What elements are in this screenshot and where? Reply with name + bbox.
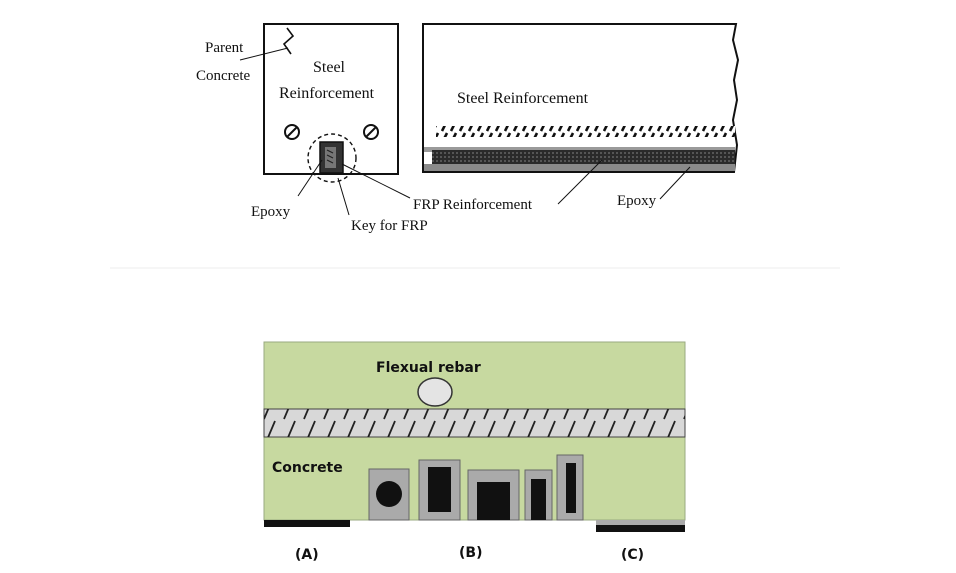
epoxy-right-leader [659,166,691,200]
parent-concrete-break-symbol [282,27,295,55]
bottom-figure: Flexual rebar Concrete [263,341,686,563]
parent-concrete-label-1: Parent [205,40,244,56]
elevation-figure: Steel Reinforcement Epoxy [422,23,740,209]
epoxy-layer [424,147,735,152]
groove-tall-rect [418,459,461,521]
parent-concrete-label-2: Concrete [196,68,250,84]
cross-section-figure: Parent Concrete Steel Reinforcement Epox… [196,23,533,234]
groove-round [368,468,410,521]
epoxy-right-label: Epoxy [617,193,657,209]
key-leader [337,177,350,216]
frp-reinforcement-label: FRP Reinforcement [413,197,533,213]
steel-bar-right [363,124,379,140]
groove-narrow-strip [524,469,553,521]
frp-rod-cross-section [325,147,336,168]
concrete-label: Concrete [272,460,343,476]
steel-reinforcement-bar [436,126,735,137]
frp-reinforcement-leader [557,159,603,205]
flexual-rebar-label: Flexual rebar [376,360,481,376]
epoxy-layer-c [596,520,685,525]
frp-strip [432,150,735,164]
label-a: (A) [295,547,319,563]
frp-strip-c [596,525,685,532]
groove-thin-strip [556,454,584,521]
epoxy-left-leader [297,159,323,197]
key-for-frp-label: Key for FRP [351,218,428,234]
label-c: (C) [621,547,644,563]
groove-square [467,469,520,521]
rebar-strip-hatch [264,409,685,437]
frp-leader [341,163,411,199]
parent-concrete-leader [239,47,289,61]
epoxy-layer-bottom [424,164,735,171]
steel-label-1: Steel [313,59,346,76]
flexual-rebar-circle [417,377,453,407]
steel-label-2: Reinforcement [279,85,375,102]
steel-reinforcement-label: Steel Reinforcement [457,90,589,107]
key-for-frp-circle [307,133,357,183]
steel-bar-left [284,124,300,140]
epoxy-left-label: Epoxy [251,204,291,220]
label-b: (B) [459,545,482,561]
frp-strip-a [264,520,350,527]
